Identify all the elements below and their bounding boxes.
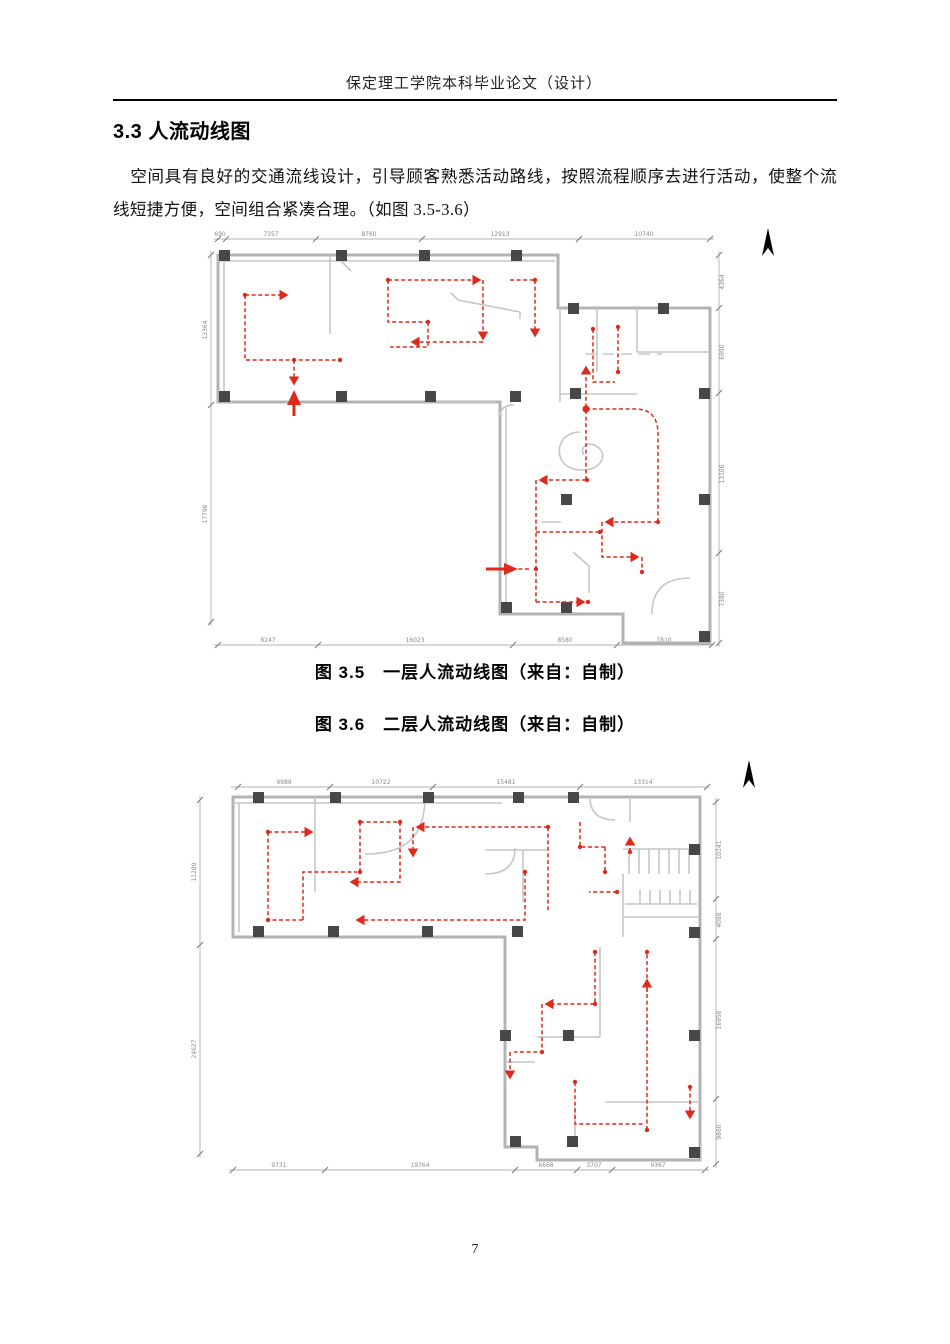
figure-3-5-caption: 图 3.5 一层人流动线图（来自：自制）	[314, 663, 636, 682]
figure-3-6-caption: 图 3.6 二层人流动线图（来自：自制）	[314, 715, 636, 734]
fig1-flow-lines	[242, 274, 661, 608]
svg-text:6990: 6990	[719, 344, 726, 359]
svg-text:690: 690	[214, 231, 226, 238]
fig2-walls	[231, 795, 702, 1162]
svg-text:9989: 9989	[276, 779, 291, 786]
fig1-dimension-lines	[207, 235, 723, 649]
fig2-dimension-labels: 9989 10722 15481 13314 11289 24627 10241…	[191, 779, 723, 1169]
svg-text:6668: 6668	[538, 1162, 553, 1169]
figure-3-5-floor-plan: 690 7357 8760 12913 10740 12364 17796 43…	[202, 228, 774, 649]
svg-text:8580: 8580	[557, 637, 572, 644]
svg-text:9367: 9367	[650, 1162, 665, 1169]
fig1-walls	[216, 253, 712, 645]
fig1-columns	[219, 250, 710, 642]
north-arrow-icon	[743, 760, 755, 788]
svg-text:16956: 16956	[716, 1010, 723, 1029]
fig2-dimension-lines	[196, 783, 720, 1174]
svg-text:13314: 13314	[633, 779, 652, 786]
svg-text:3707: 3707	[586, 1162, 601, 1169]
figure-3-6-floor-plan: 9989 10722 15481 13314 11289 24627 10241…	[191, 760, 755, 1174]
north-arrow-icon	[762, 228, 774, 256]
svg-text:17796: 17796	[202, 504, 209, 523]
svg-text:13106: 13106	[719, 464, 726, 483]
fig2-flow-lines	[265, 819, 696, 1133]
svg-text:12364: 12364	[202, 320, 209, 339]
svg-text:10740: 10740	[634, 231, 653, 238]
svg-text:4364: 4364	[719, 274, 726, 289]
svg-text:12913: 12913	[490, 231, 509, 238]
svg-text:11289: 11289	[191, 862, 198, 881]
fig2-columns	[253, 792, 700, 1158]
page-header-title: 保定理工学院本科毕业论文（设计）	[345, 76, 602, 92]
body-paragraph: 空间具有良好的交通流线设计，引导顾客熟悉活动路线，按照流程顺序去进行活动，使整个…	[113, 167, 837, 219]
svg-text:10241: 10241	[716, 840, 723, 859]
svg-text:8760: 8760	[361, 231, 376, 238]
svg-text:15481: 15481	[496, 779, 515, 786]
svg-text:9860: 9860	[716, 1124, 723, 1139]
page-number: 7	[471, 1242, 479, 1257]
svg-text:24627: 24627	[191, 1039, 198, 1058]
fig1-dimension-labels: 690 7357 8760 12913 10740 12364 17796 43…	[202, 231, 726, 644]
svg-text:19764: 19764	[410, 1162, 429, 1169]
svg-text:8247: 8247	[260, 637, 275, 644]
header-rule	[113, 99, 837, 102]
svg-text:7357: 7357	[263, 231, 278, 238]
svg-text:7380: 7380	[719, 591, 726, 606]
svg-text:9731: 9731	[271, 1162, 286, 1169]
svg-text:4088: 4088	[716, 912, 723, 927]
svg-text:7810: 7810	[656, 637, 671, 644]
svg-text:10722: 10722	[371, 779, 390, 786]
section-heading: 3.3 人流动线图	[113, 121, 251, 143]
svg-text:16023: 16023	[405, 637, 424, 644]
